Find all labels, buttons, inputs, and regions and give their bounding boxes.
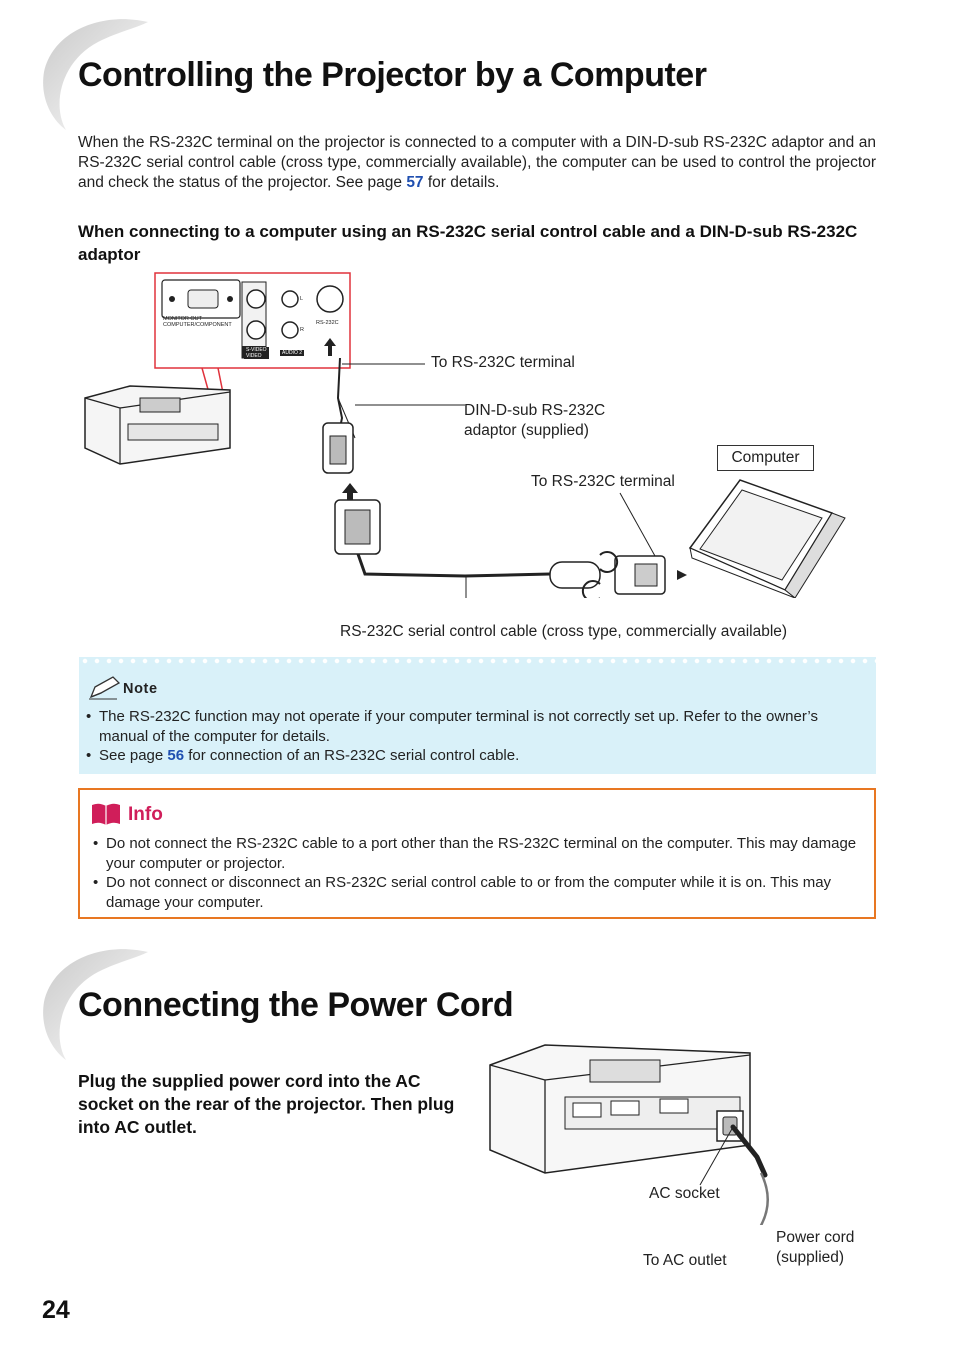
note-dotted-border — [79, 657, 876, 665]
ac-socket-label: AC socket — [649, 1185, 720, 1202]
serial-cable-label: RS-232C serial control cable (cross type… — [340, 623, 788, 640]
note-box: Note The RS-232C function may not operat… — [79, 657, 876, 774]
panel-r-label: R — [300, 327, 304, 333]
panel-rs232c-label: RS-232C — [316, 320, 339, 326]
to-rs232c-terminal-label: To RS-232C terminal — [431, 354, 575, 371]
din-adaptor-label: DIN-D-sub RS-232C adaptor (supplied) — [464, 402, 606, 439]
power-cord-instruction: Plug the supplied power cord into the AC… — [78, 1071, 455, 1137]
connection-subheading: When connecting to a computer using an R… — [78, 222, 858, 264]
page-number: 24 — [42, 1296, 70, 1324]
section-title-power-cord: Connecting the Power Cord — [78, 986, 514, 1024]
note-item-1: The RS-232C function may not operate if … — [81, 707, 866, 746]
panel-l-label: L — [300, 296, 304, 302]
page-57-link[interactable]: 57 — [406, 174, 424, 191]
panel-svideo-label: S-VIDEO VIDEO — [244, 347, 269, 359]
page-title: Controlling the Projector by a Computer — [78, 56, 707, 94]
panel-monitor-out-label: MONITOR OUT COMPUTER/COMPONENT — [163, 316, 232, 328]
info-list: Do not connect the RS-232C cable to a po… — [88, 834, 866, 912]
info-heading: Info — [128, 804, 163, 825]
power-cord-label: Power cord (supplied) — [776, 1229, 855, 1266]
pencil-icon — [89, 676, 121, 700]
panel-audio2-label: AUDIO 2 — [280, 350, 305, 356]
note-item-2: See page 56 for connection of an RS-232C… — [81, 746, 866, 766]
computer-label: Computer — [717, 445, 814, 471]
intro-paragraph: When the RS-232C terminal on the project… — [78, 134, 876, 191]
to-rs232c-terminal-pc-label: To RS-232C terminal — [531, 473, 675, 490]
info-box: Info Do not connect the RS-232C cable to… — [78, 788, 876, 919]
power-cord-diagram — [489, 1044, 769, 1225]
info-item-2: Do not connect or disconnect an RS-232C … — [88, 873, 866, 912]
section-swoosh-graphic-2 — [43, 949, 148, 1060]
info-item-1: Do not connect the RS-232C cable to a po… — [88, 834, 866, 873]
note-heading: Note — [123, 681, 158, 697]
to-ac-outlet-label: To AC outlet — [643, 1252, 727, 1269]
page-56-link[interactable]: 56 — [167, 747, 185, 764]
book-icon — [92, 803, 120, 825]
note-list: The RS-232C function may not operate if … — [81, 707, 866, 766]
section-swoosh-graphic — [43, 19, 148, 130]
